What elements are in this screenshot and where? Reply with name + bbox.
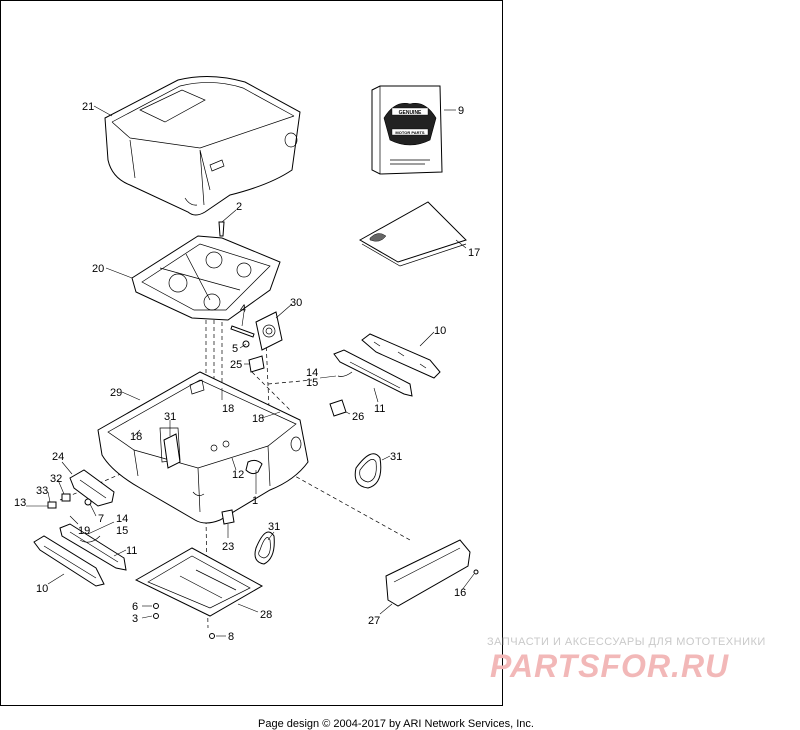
callout-13: 13 — [14, 497, 26, 509]
callout-3: 3 — [132, 613, 138, 625]
callout-18-c: 18 — [130, 431, 142, 443]
callout-33: 33 — [36, 485, 48, 497]
callout-10-lower: 10 — [36, 583, 48, 595]
part-9-manual[interactable]: GENUINE MOTOR PARTS — [371, 85, 443, 175]
part-10-lower-trim[interactable] — [33, 535, 105, 587]
manual-badge-top: GENUINE — [399, 110, 422, 116]
callout-9: 9 — [458, 105, 464, 117]
callout-5: 5 — [232, 343, 238, 355]
part-29-lock-housing[interactable] — [255, 311, 283, 351]
part-31-lower-seal[interactable] — [254, 531, 275, 565]
part-25-connector[interactable] — [329, 399, 347, 417]
diagram-frame — [0, 0, 503, 706]
part-33-nut[interactable] — [47, 501, 57, 509]
callout-12: 12 — [232, 469, 244, 481]
callout-23: 24 — [52, 451, 64, 463]
part-16-screw[interactable] — [473, 569, 479, 575]
callout-28: 29 — [110, 387, 122, 399]
part-26-lid-lens[interactable] — [385, 539, 471, 607]
leader-lines — [26, 105, 475, 637]
callout-24: 25 — [230, 359, 242, 371]
callout-6: 6 — [132, 601, 138, 613]
callout-30: 31 — [164, 411, 176, 423]
part-3-screw[interactable] — [153, 613, 159, 619]
part-32-grommet[interactable] — [61, 493, 71, 502]
callout-31-upper: 31 — [390, 451, 402, 463]
callout-14-upper: 14 — [306, 367, 318, 379]
callout-25: 26 — [352, 411, 364, 423]
part-28-shell[interactable] — [97, 371, 309, 524]
part-6-washer[interactable] — [153, 603, 159, 609]
part-23-lens[interactable] — [69, 469, 115, 507]
callout-31-lower: 31 — [268, 521, 280, 533]
part-20-base-plate[interactable] — [131, 235, 281, 321]
watermark-logo: PARTSFOR.RU — [490, 648, 730, 684]
part-31-upper-seal[interactable] — [354, 453, 382, 489]
callout-17: 17 — [468, 247, 480, 259]
callout-14-lower: 14 — [116, 513, 128, 525]
callout-32: 32 — [50, 473, 62, 485]
callout-11-lower: 11 — [126, 545, 137, 557]
callout-11-upper: 11 — [374, 403, 385, 415]
part-21-liner[interactable] — [104, 75, 301, 216]
callout-18-a: 18 — [222, 403, 234, 415]
part-7-bulb[interactable] — [84, 498, 92, 506]
callout-21: 21 — [82, 101, 94, 113]
part-11-upper-light[interactable] — [333, 349, 413, 397]
callout-29: 30 — [290, 297, 302, 309]
callout-20: 20 — [92, 263, 104, 275]
part-27-mount-plate[interactable] — [134, 547, 264, 617]
part-22-bumper[interactable] — [221, 509, 235, 525]
callout-16: 16 — [454, 587, 466, 599]
callout-22: 23 — [222, 541, 234, 553]
callout-4: 4 — [240, 303, 246, 315]
callout-labels: 21 9 17 2 20 4 5 30 25 10 14 15 11 26 29… — [14, 101, 480, 643]
callout-18-b: 18 — [252, 413, 264, 425]
part-1-latch-cover[interactable] — [245, 459, 263, 475]
callout-15-upper: 15 — [306, 377, 318, 389]
callout-2: 2 — [236, 201, 242, 213]
part-17-booklet[interactable] — [358, 201, 467, 267]
part-2-screw[interactable] — [218, 221, 225, 237]
part-11-lower-light[interactable] — [59, 523, 127, 571]
callout-10-upper: 10 — [434, 325, 446, 337]
callout-27: 28 — [260, 609, 272, 621]
watermark-tagline: ЗАПЧАСТИ И АКСЕССУАРЫ ДЛЯ МОТОТЕХНИКИ — [487, 636, 766, 648]
manual-badge-bottom: MOTOR PARTS — [395, 130, 425, 135]
part-24-clip[interactable] — [248, 355, 265, 373]
footer-copyright: Page design © 2004-2017 by ARI Network S… — [258, 718, 534, 730]
callout-26: 27 — [368, 615, 380, 627]
callout-7: 7 — [98, 513, 104, 525]
callout-8: 8 — [228, 631, 234, 643]
part-8-screw[interactable] — [209, 633, 215, 639]
part-10-upper-trim[interactable] — [361, 333, 441, 379]
callout-1: 1 — [252, 495, 258, 507]
callout-15-lower: 15 — [116, 525, 128, 537]
part-30-latch[interactable] — [163, 433, 181, 469]
callout-19: 19 — [78, 525, 90, 537]
